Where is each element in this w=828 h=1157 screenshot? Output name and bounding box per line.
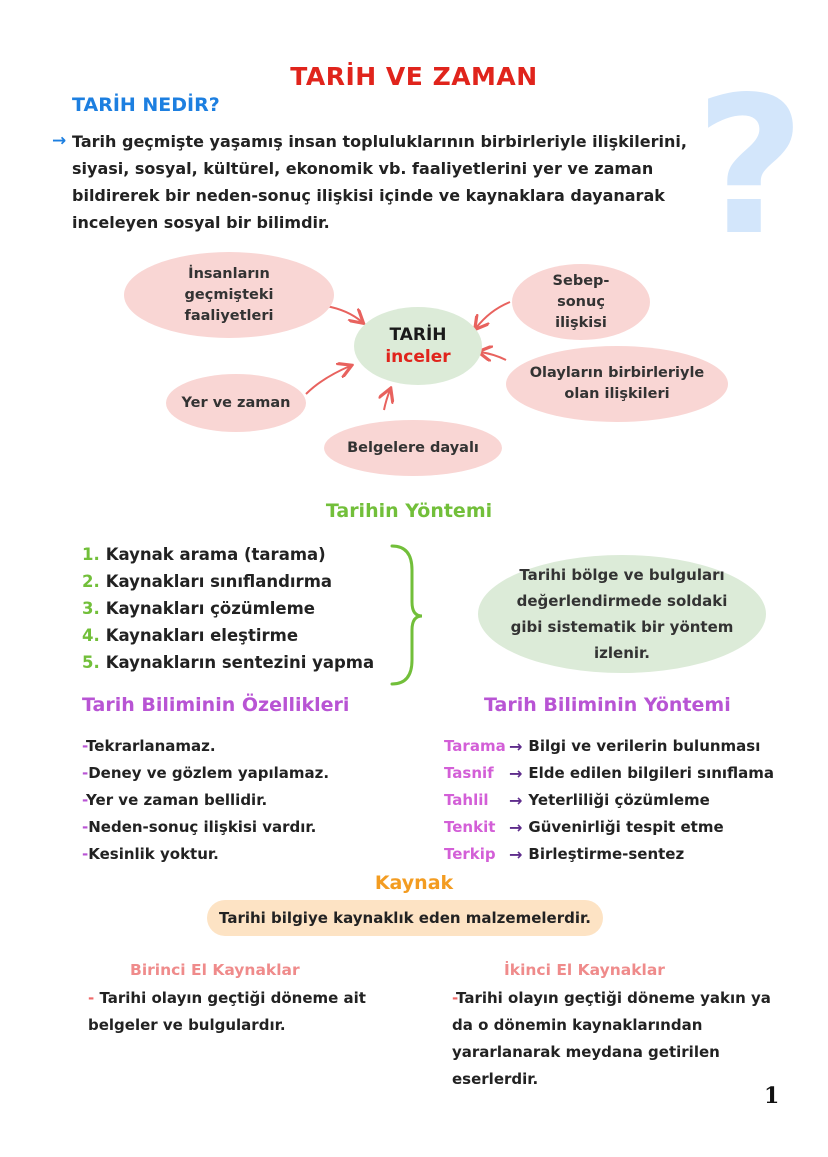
mind-map-node: Olayların birbirleriyle olan ilişkileri bbox=[506, 346, 728, 422]
method-note-bubble: Tarihi bölge ve bulguları değerlendirmed… bbox=[478, 555, 766, 673]
arrow-right-icon: → bbox=[509, 818, 523, 837]
method-terms-list: Tarama→Bilgi ve verilerin bulunması Tasn… bbox=[444, 733, 774, 868]
arrow-from-yer-zaman bbox=[305, 366, 350, 395]
mind-map-node: İnsanların geçmişteki faaliyetleri bbox=[124, 252, 334, 338]
page-number: 1 bbox=[764, 1083, 780, 1109]
arrow-from-olaylar bbox=[480, 352, 507, 360]
center-label-tarih: TARİH bbox=[389, 325, 447, 345]
list-item: -Yer ve zaman bellidir. bbox=[82, 791, 268, 809]
tarih-definition-paragraph: Tarih geçmişte yaşamış insan topluluklar… bbox=[72, 132, 687, 232]
tarihin-yontemi-heading: Tarihin Yöntemi bbox=[325, 500, 493, 522]
ikinci-el-heading: İkinci El Kaynaklar bbox=[504, 961, 665, 979]
list-item: Tarama→Bilgi ve verilerin bulunması bbox=[444, 733, 774, 760]
arrow-from-sebep-sonuc bbox=[476, 301, 511, 328]
list-item: -Tekrarlanamaz. bbox=[82, 737, 216, 755]
center-label-inceler: inceler bbox=[385, 347, 451, 367]
mind-map-node: Sebep-sonuç ilişkisi bbox=[512, 264, 650, 340]
mind-map-node: Yer ve zaman bbox=[166, 374, 306, 432]
method-steps-list: 1.Kaynak arama (tarama) 2.Kaynakları sın… bbox=[82, 541, 374, 676]
mind-map-node: Belgelere dayalı bbox=[324, 420, 502, 476]
arrow-right-icon: → bbox=[509, 845, 523, 864]
ikinci-el-text: -Tarihi olayın geçtiği döneme yakın ya d… bbox=[452, 989, 771, 1088]
arrow-from-faaliyetler bbox=[325, 305, 362, 322]
list-item: Tasnif→Elde edilen bilgileri sınıflama bbox=[444, 760, 774, 787]
arrow-right-icon: → bbox=[509, 791, 523, 810]
kaynak-definition: Tarihi bilgiye kaynaklık eden malzemeler… bbox=[207, 900, 603, 936]
curly-brace-icon bbox=[390, 544, 423, 686]
page-title: TARİH VE ZAMAN bbox=[290, 62, 538, 91]
mind-map-center: TARİH inceler bbox=[354, 307, 482, 385]
features-list: -Tekrarlanamaz. -Deney ve gözlem yapılam… bbox=[82, 733, 329, 868]
list-item: 1.Kaynak arama (tarama) bbox=[82, 545, 326, 564]
list-item: 3.Kaynakları çözümleme bbox=[82, 599, 315, 618]
kaynak-heading: Kaynak bbox=[374, 872, 454, 894]
list-item: 4.Kaynakları eleştirme bbox=[82, 626, 299, 645]
list-item: -Neden-sonuç ilişkisi vardır. bbox=[82, 818, 317, 836]
list-item: 2.Kaynakları sınıflandırma bbox=[82, 572, 333, 591]
arrow-right-icon: → bbox=[509, 737, 523, 756]
arrow-right-icon: → bbox=[52, 131, 67, 151]
tarih-nedir-heading: TARİH NEDİR? bbox=[72, 94, 220, 116]
list-item: -Kesinlik yoktur. bbox=[82, 845, 219, 863]
birinci-el-heading: Birinci El Kaynaklar bbox=[130, 961, 300, 979]
list-item: 5.Kaynakların sentezini yapma bbox=[82, 653, 375, 672]
question-mark-icon: ? bbox=[695, 56, 806, 277]
ozellikler-heading: Tarih Biliminin Özellikleri bbox=[82, 694, 350, 716]
list-item: Tenkit→Güvenirliği tespit etme bbox=[444, 814, 774, 841]
list-item: -Deney ve gözlem yapılamaz. bbox=[82, 764, 330, 782]
arrow-from-belgeler bbox=[384, 390, 390, 411]
list-item: Tahlil→Yeterliliği çözümleme bbox=[444, 787, 774, 814]
birinci-el-text: - Tarihi olayın geçtiği döneme ait belge… bbox=[88, 989, 366, 1034]
arrow-right-icon: → bbox=[509, 764, 523, 783]
list-item: Terkip→Birleştirme-sentez bbox=[444, 841, 774, 868]
bilim-yontemi-heading: Tarih Biliminin Yöntemi bbox=[484, 694, 731, 716]
